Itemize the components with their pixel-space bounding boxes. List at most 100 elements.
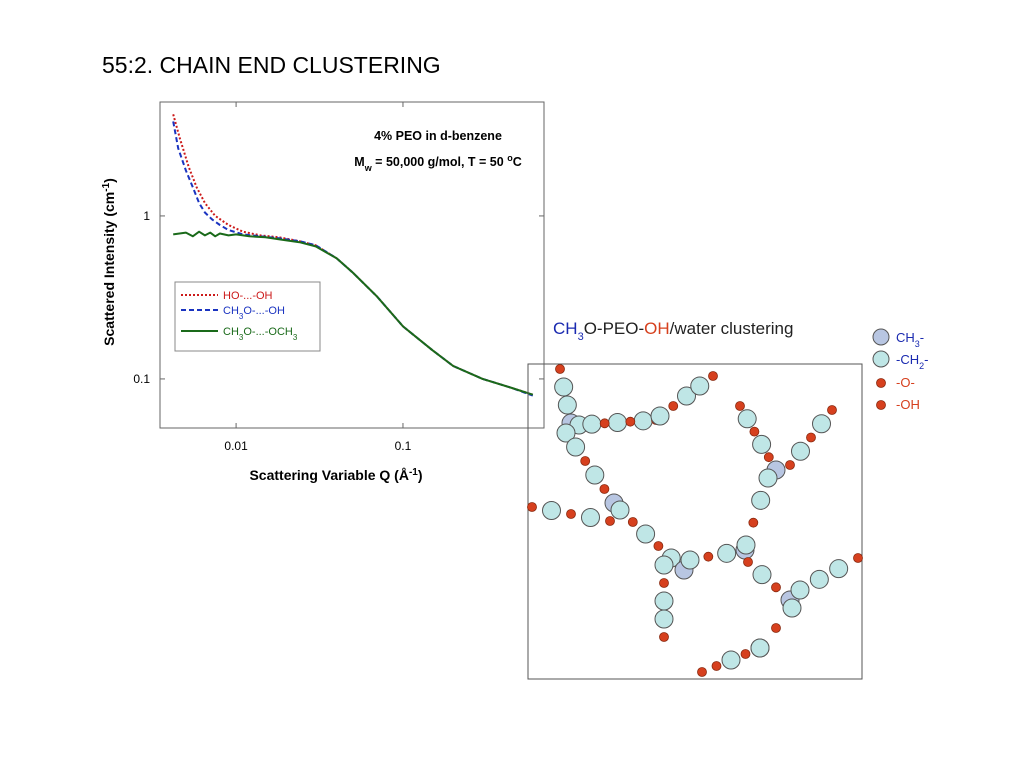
ch2-bead — [809, 569, 829, 589]
polymer-chain-d — [556, 423, 624, 513]
o-bead — [599, 484, 610, 494]
ch2-bead — [608, 413, 627, 432]
ch2-bead — [829, 559, 849, 579]
polymer-chain-j — [785, 405, 837, 470]
o-bead — [599, 418, 610, 429]
ch2-bead — [690, 376, 710, 396]
ch2-bead — [610, 500, 630, 520]
ch2-bead — [717, 543, 737, 563]
o-bead — [771, 623, 781, 633]
o-bead — [697, 667, 707, 677]
o-bead — [659, 578, 669, 588]
legend-o-label: -O- — [896, 375, 915, 390]
polymer-chain-k — [736, 468, 778, 555]
chart-subtitle: Mw = 50,000 g/mol, T = 50 oC — [354, 153, 521, 173]
o-bead — [806, 432, 816, 443]
x-axis-label: Scattering Variable Q (Å-1) — [249, 467, 422, 484]
polymer-chain-i — [735, 401, 786, 480]
o-bead — [527, 502, 537, 512]
ch2-bead — [680, 550, 700, 570]
legend-ch2-bead-icon — [872, 350, 890, 368]
schematic-title-peo: O-PEO- — [584, 319, 644, 338]
o-bead — [703, 551, 714, 562]
legend-ch2-label: -CH2- — [896, 352, 928, 371]
x-tick-label-1: 0.1 — [395, 439, 412, 453]
o-bead — [605, 516, 615, 526]
polymer-chain-f — [610, 500, 694, 580]
schematic-title-water: /water clustering — [670, 319, 794, 338]
ch2-bead — [650, 406, 670, 426]
axis-ticks: 0.01 0.1 0.1 1 — [133, 102, 544, 453]
polymer-chain-e — [527, 501, 615, 527]
ch2-bead — [751, 490, 771, 510]
legend-label-hooh: HO-...-OH — [223, 290, 273, 302]
o-bead — [785, 460, 795, 470]
ch2-bead — [636, 524, 656, 544]
ch2-bead — [677, 386, 696, 406]
polymer-chain-m — [790, 553, 863, 600]
legend-ch3-bead-icon — [872, 328, 890, 346]
ch2-bead — [557, 395, 577, 415]
ch2-bead — [582, 414, 602, 434]
o-bead — [748, 517, 759, 528]
ch2-bead — [782, 598, 802, 618]
series-group — [172, 114, 534, 397]
o-bead — [740, 649, 751, 659]
page-title: 55:2. CHAIN END CLUSTERING — [102, 52, 441, 78]
ch2-bead — [566, 437, 586, 457]
o-bead — [771, 582, 781, 593]
legend-label-ch3o-oh: CH3O-...-OH — [223, 305, 285, 321]
o-bead — [743, 557, 753, 567]
ch2-bead — [752, 565, 772, 585]
polymer-chain-b — [569, 411, 661, 435]
ch2-bead — [585, 465, 605, 485]
ch2-bead — [654, 555, 674, 575]
ch2-bead — [812, 414, 831, 434]
o-bead — [627, 517, 638, 527]
x-tick-label-0: 0.01 — [224, 439, 248, 453]
schematic-frame — [527, 363, 863, 680]
o-bead — [580, 456, 591, 466]
ch2-bead — [654, 609, 674, 629]
ch2-bead — [556, 423, 576, 443]
schematic-title-sub: 3 — [578, 331, 584, 343]
polymer-chain-p — [697, 638, 770, 677]
o-bead — [708, 371, 718, 381]
y-axis-label: Scattered Intensity (cm-1) — [101, 178, 118, 346]
legend-oh-bead-icon — [876, 400, 886, 410]
ch2-bead — [790, 580, 810, 600]
legend-ch3-label: CH3- — [896, 330, 924, 349]
ch2-bead — [542, 501, 561, 520]
o-bead — [853, 553, 863, 563]
y-tick-label-1: 1 — [143, 209, 150, 223]
o-bead — [625, 416, 636, 427]
ch2-bead — [581, 508, 600, 527]
y-tick-label-0: 0.1 — [133, 372, 150, 386]
ch2-bead — [554, 377, 574, 397]
o-bead — [827, 405, 837, 415]
chart-legend: HO-...-OH CH3O-...-OH CH3O-...-OCH3 — [174, 281, 321, 352]
legend-o-bead-icon — [876, 378, 886, 388]
polymer-chain-g — [654, 555, 674, 642]
ch2-bead — [752, 434, 772, 454]
ch2-bead — [654, 591, 674, 611]
o-bead — [668, 401, 679, 411]
ch2-bead — [721, 650, 741, 670]
o-bead — [653, 541, 664, 551]
ch2-bead — [750, 638, 770, 658]
legend-box — [174, 281, 321, 352]
schematic-legend: CH3- -CH2- -O- -OH — [872, 328, 928, 412]
o-bead — [555, 364, 565, 374]
chart-title: 4% PEO in d-benzene — [374, 129, 502, 143]
schematic-title: CH3O-PEO-OH/water clustering — [553, 319, 793, 343]
o-bead — [735, 401, 745, 411]
ch2-bead — [758, 468, 778, 488]
polymer-chains — [527, 364, 863, 677]
ch2-bead — [736, 535, 756, 555]
ch2-bead — [737, 409, 757, 429]
ch2-bead — [633, 411, 653, 431]
o-bead — [763, 452, 774, 463]
plot-frame — [159, 101, 545, 429]
